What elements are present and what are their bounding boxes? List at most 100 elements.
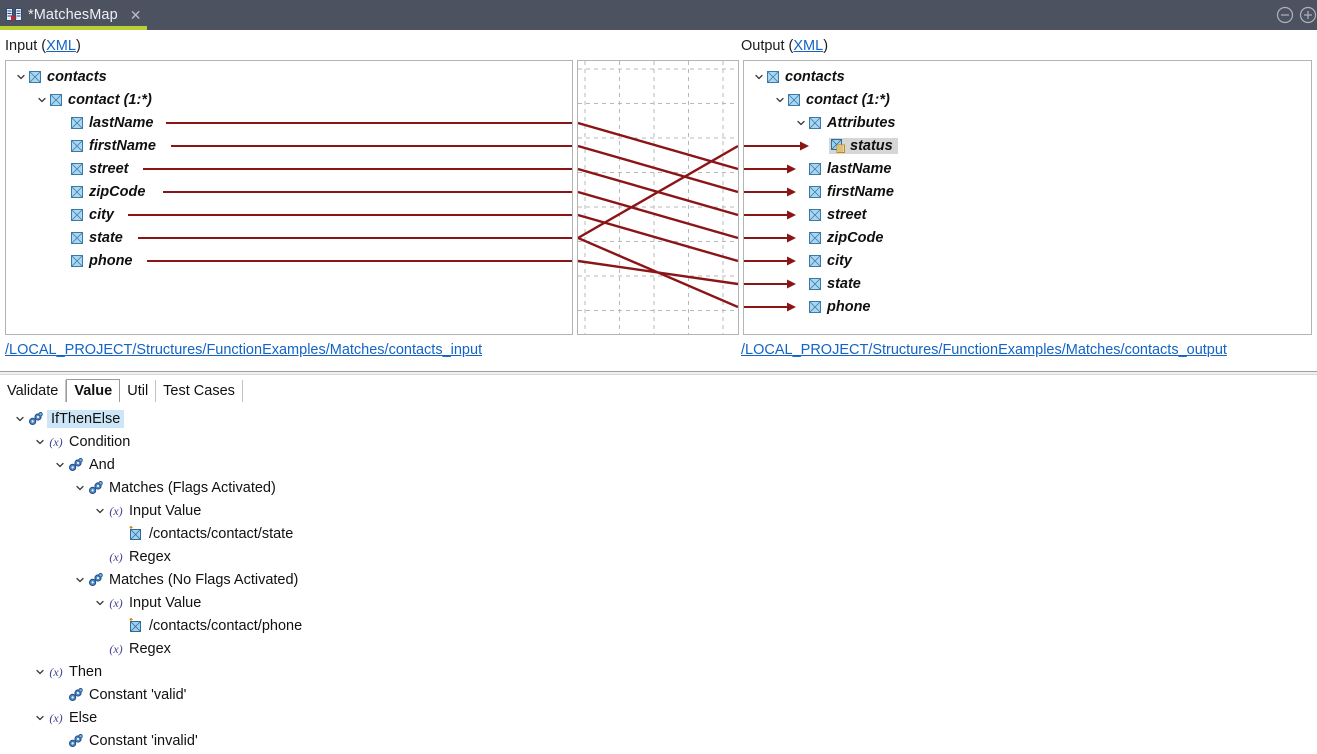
chevron-down-icon[interactable] bbox=[72, 476, 88, 499]
function-node-matches-flags-activated[interactable]: Matches (Flags Activated) bbox=[72, 476, 276, 499]
chevron-down-icon[interactable] bbox=[32, 660, 48, 683]
chevron-down-icon[interactable] bbox=[92, 591, 108, 614]
chevron-down-icon[interactable] bbox=[14, 66, 28, 87]
function-node-input-value[interactable]: (x)Input Value bbox=[92, 591, 201, 614]
tree-node-lastname[interactable]: lastName bbox=[794, 158, 891, 179]
tree-node-attributes[interactable]: Attributes bbox=[794, 112, 895, 133]
tree-node-content[interactable]: state bbox=[808, 276, 861, 292]
tree-node-content[interactable]: lastName bbox=[808, 161, 891, 177]
maximize-icon[interactable] bbox=[1297, 4, 1317, 26]
tree-node-lastname[interactable]: lastName bbox=[56, 112, 153, 133]
chevron-down-icon[interactable] bbox=[32, 706, 48, 729]
tree-node-content[interactable]: contacts bbox=[28, 69, 107, 85]
mapping-canvas-panel[interactable] bbox=[577, 60, 739, 335]
function-node-else[interactable]: (x)Else bbox=[32, 706, 97, 729]
tree-node-content[interactable]: city bbox=[808, 253, 852, 269]
function-node-and[interactable]: And bbox=[52, 453, 115, 476]
function-node--contacts-contact-phone[interactable]: /contacts/contact/phone bbox=[112, 614, 302, 637]
chevron-down-icon[interactable] bbox=[794, 112, 808, 133]
function-node-constant-valid[interactable]: Constant 'valid' bbox=[52, 683, 186, 706]
function-icon bbox=[88, 572, 104, 588]
function-node-regex[interactable]: (x)Regex bbox=[92, 545, 171, 568]
chevron-down-icon[interactable] bbox=[32, 430, 48, 453]
tree-node-content[interactable]: phone bbox=[808, 299, 871, 315]
tree-node-zipcode[interactable]: zipCode bbox=[794, 227, 883, 248]
tab-value[interactable]: Value bbox=[66, 379, 121, 403]
tree-node-content[interactable]: contact (1:*) bbox=[49, 92, 152, 108]
output-structure-path-link[interactable]: /LOCAL_PROJECT/Structures/FunctionExampl… bbox=[741, 342, 1227, 358]
function-node-label: Regex bbox=[129, 548, 171, 565]
output-tree-panel[interactable]: contacts contact (1:*) Attributes status las… bbox=[743, 60, 1312, 335]
tree-node-contact-1[interactable]: contact (1:*) bbox=[35, 89, 152, 110]
chevron-down-icon[interactable] bbox=[35, 89, 49, 110]
panel-splitter[interactable] bbox=[0, 371, 1317, 375]
function-node-then[interactable]: (x)Then bbox=[32, 660, 102, 683]
tree-node-content[interactable]: state bbox=[70, 230, 123, 246]
function-node-label: Input Value bbox=[129, 594, 202, 611]
input-link-stubs bbox=[128, 122, 572, 262]
close-icon[interactable]: ✕ bbox=[129, 7, 142, 23]
tree-node-state[interactable]: state bbox=[794, 273, 861, 294]
tree-node-street[interactable]: street bbox=[56, 158, 129, 179]
tree-node-content[interactable]: street bbox=[70, 161, 129, 177]
output-link-arrows bbox=[744, 141, 809, 312]
tree-node-state[interactable]: state bbox=[56, 227, 123, 248]
chevron-down-icon[interactable] bbox=[92, 499, 108, 522]
tree-node-content[interactable]: contacts bbox=[766, 69, 845, 85]
variable-icon: (x) bbox=[48, 434, 64, 450]
tree-node-content[interactable]: phone bbox=[70, 253, 133, 269]
tree-node-content[interactable]: zipCode bbox=[808, 230, 883, 246]
chevron-down-icon[interactable] bbox=[752, 66, 766, 87]
tree-node-firstname[interactable]: firstName bbox=[56, 135, 156, 156]
tree-node-content[interactable]: city bbox=[70, 207, 114, 223]
tree-node-content[interactable]: street bbox=[808, 207, 867, 223]
editor-tab-matchesmap[interactable]: *MatchesMap ✕ bbox=[0, 0, 152, 30]
tab-test-cases[interactable]: Test Cases bbox=[156, 380, 243, 402]
output-label-suffix: ) bbox=[823, 38, 829, 54]
tab-util[interactable]: Util bbox=[120, 380, 157, 402]
function-node-condition[interactable]: (x)Condition bbox=[32, 430, 130, 453]
tree-node-zipcode[interactable]: zipCode bbox=[56, 181, 145, 202]
chevron-down-icon[interactable] bbox=[773, 89, 787, 110]
tree-node-phone[interactable]: phone bbox=[794, 296, 871, 317]
function-node--contacts-contact-state[interactable]: /contacts/contact/state bbox=[112, 522, 293, 545]
tree-node-contacts[interactable]: contacts bbox=[14, 66, 107, 87]
tree-node-phone[interactable]: phone bbox=[56, 250, 133, 271]
function-node-regex[interactable]: (x)Regex bbox=[92, 637, 171, 660]
tree-node-firstname[interactable]: firstName bbox=[794, 181, 894, 202]
input-tree-panel[interactable]: contacts contact (1:*) lastName firstName st… bbox=[5, 60, 573, 335]
tree-node-content[interactable]: Attributes bbox=[808, 115, 895, 131]
chevron-down-icon[interactable] bbox=[52, 453, 68, 476]
function-node-label: Matches (No Flags Activated) bbox=[109, 571, 299, 588]
tree-node-content[interactable]: firstName bbox=[70, 138, 156, 154]
tree-node-label: contact (1:*) bbox=[806, 91, 890, 108]
element-icon bbox=[70, 116, 84, 130]
output-xml-link[interactable]: XML bbox=[793, 38, 824, 54]
chevron-down-icon[interactable] bbox=[72, 568, 88, 591]
tree-node-city[interactable]: city bbox=[56, 204, 114, 225]
tree-node-status[interactable]: status bbox=[815, 135, 898, 156]
function-icon bbox=[68, 733, 84, 749]
tree-node-city[interactable]: city bbox=[794, 250, 852, 271]
tree-node-contact-1[interactable]: contact (1:*) bbox=[773, 89, 890, 110]
xpath-icon bbox=[128, 524, 144, 542]
function-node-matches-no-flags-activated[interactable]: Matches (No Flags Activated) bbox=[72, 568, 298, 591]
tree-node-contacts[interactable]: contacts bbox=[752, 66, 845, 87]
tree-node-content[interactable]: contact (1:*) bbox=[787, 92, 890, 108]
function-node-input-value[interactable]: (x)Input Value bbox=[92, 499, 201, 522]
tree-node-content[interactable]: status bbox=[829, 137, 898, 154]
function-node-ifthenelse[interactable]: IfThenElse bbox=[12, 407, 125, 430]
chevron-down-icon[interactable] bbox=[12, 407, 28, 430]
editor-tab-label: *MatchesMap bbox=[28, 7, 118, 23]
input-xml-link[interactable]: XML bbox=[46, 38, 76, 54]
tree-node-content[interactable]: zipCode bbox=[70, 184, 145, 200]
input-structure-path-link[interactable]: /LOCAL_PROJECT/Structures/FunctionExampl… bbox=[5, 342, 483, 358]
variable-icon: (x) bbox=[108, 641, 124, 657]
tab-validate[interactable]: Validate bbox=[0, 380, 67, 402]
tree-node-content[interactable]: lastName bbox=[70, 115, 153, 131]
minimize-icon[interactable] bbox=[1274, 4, 1296, 26]
tree-node-street[interactable]: street bbox=[794, 204, 867, 225]
function-node-constant-invalid[interactable]: Constant 'invalid' bbox=[52, 729, 198, 752]
tree-node-content[interactable]: firstName bbox=[808, 184, 894, 200]
